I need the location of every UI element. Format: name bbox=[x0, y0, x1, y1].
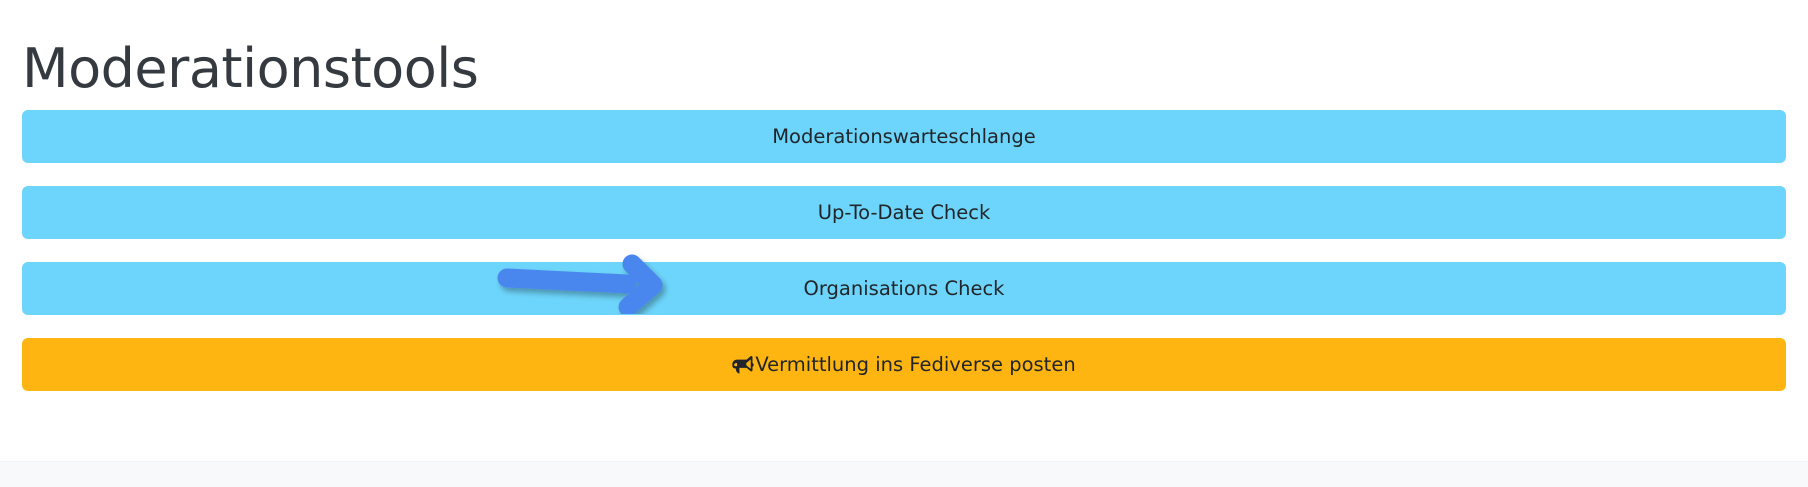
page-title: Moderationstools bbox=[22, 37, 479, 101]
moderation-queue-button[interactable]: Moderationswarteschlange bbox=[22, 110, 1786, 163]
moderation-tools-button-list: Moderationswarteschlange Up-To-Date Chec… bbox=[22, 110, 1786, 391]
up-to-date-check-button-label: Up-To-Date Check bbox=[817, 201, 991, 224]
bullhorn-icon bbox=[732, 356, 754, 375]
organisations-check-button[interactable]: Organisations Check bbox=[22, 262, 1786, 315]
organisations-check-button-label: Organisations Check bbox=[803, 277, 1005, 300]
post-to-fediverse-button-label: Vermittlung ins Fediverse posten bbox=[755, 353, 1076, 376]
post-to-fediverse-button[interactable]: Vermittlung ins Fediverse posten bbox=[22, 338, 1786, 391]
footer-strip bbox=[0, 461, 1808, 487]
up-to-date-check-button[interactable]: Up-To-Date Check bbox=[22, 186, 1786, 239]
moderation-queue-button-label: Moderationswarteschlange bbox=[772, 125, 1036, 148]
